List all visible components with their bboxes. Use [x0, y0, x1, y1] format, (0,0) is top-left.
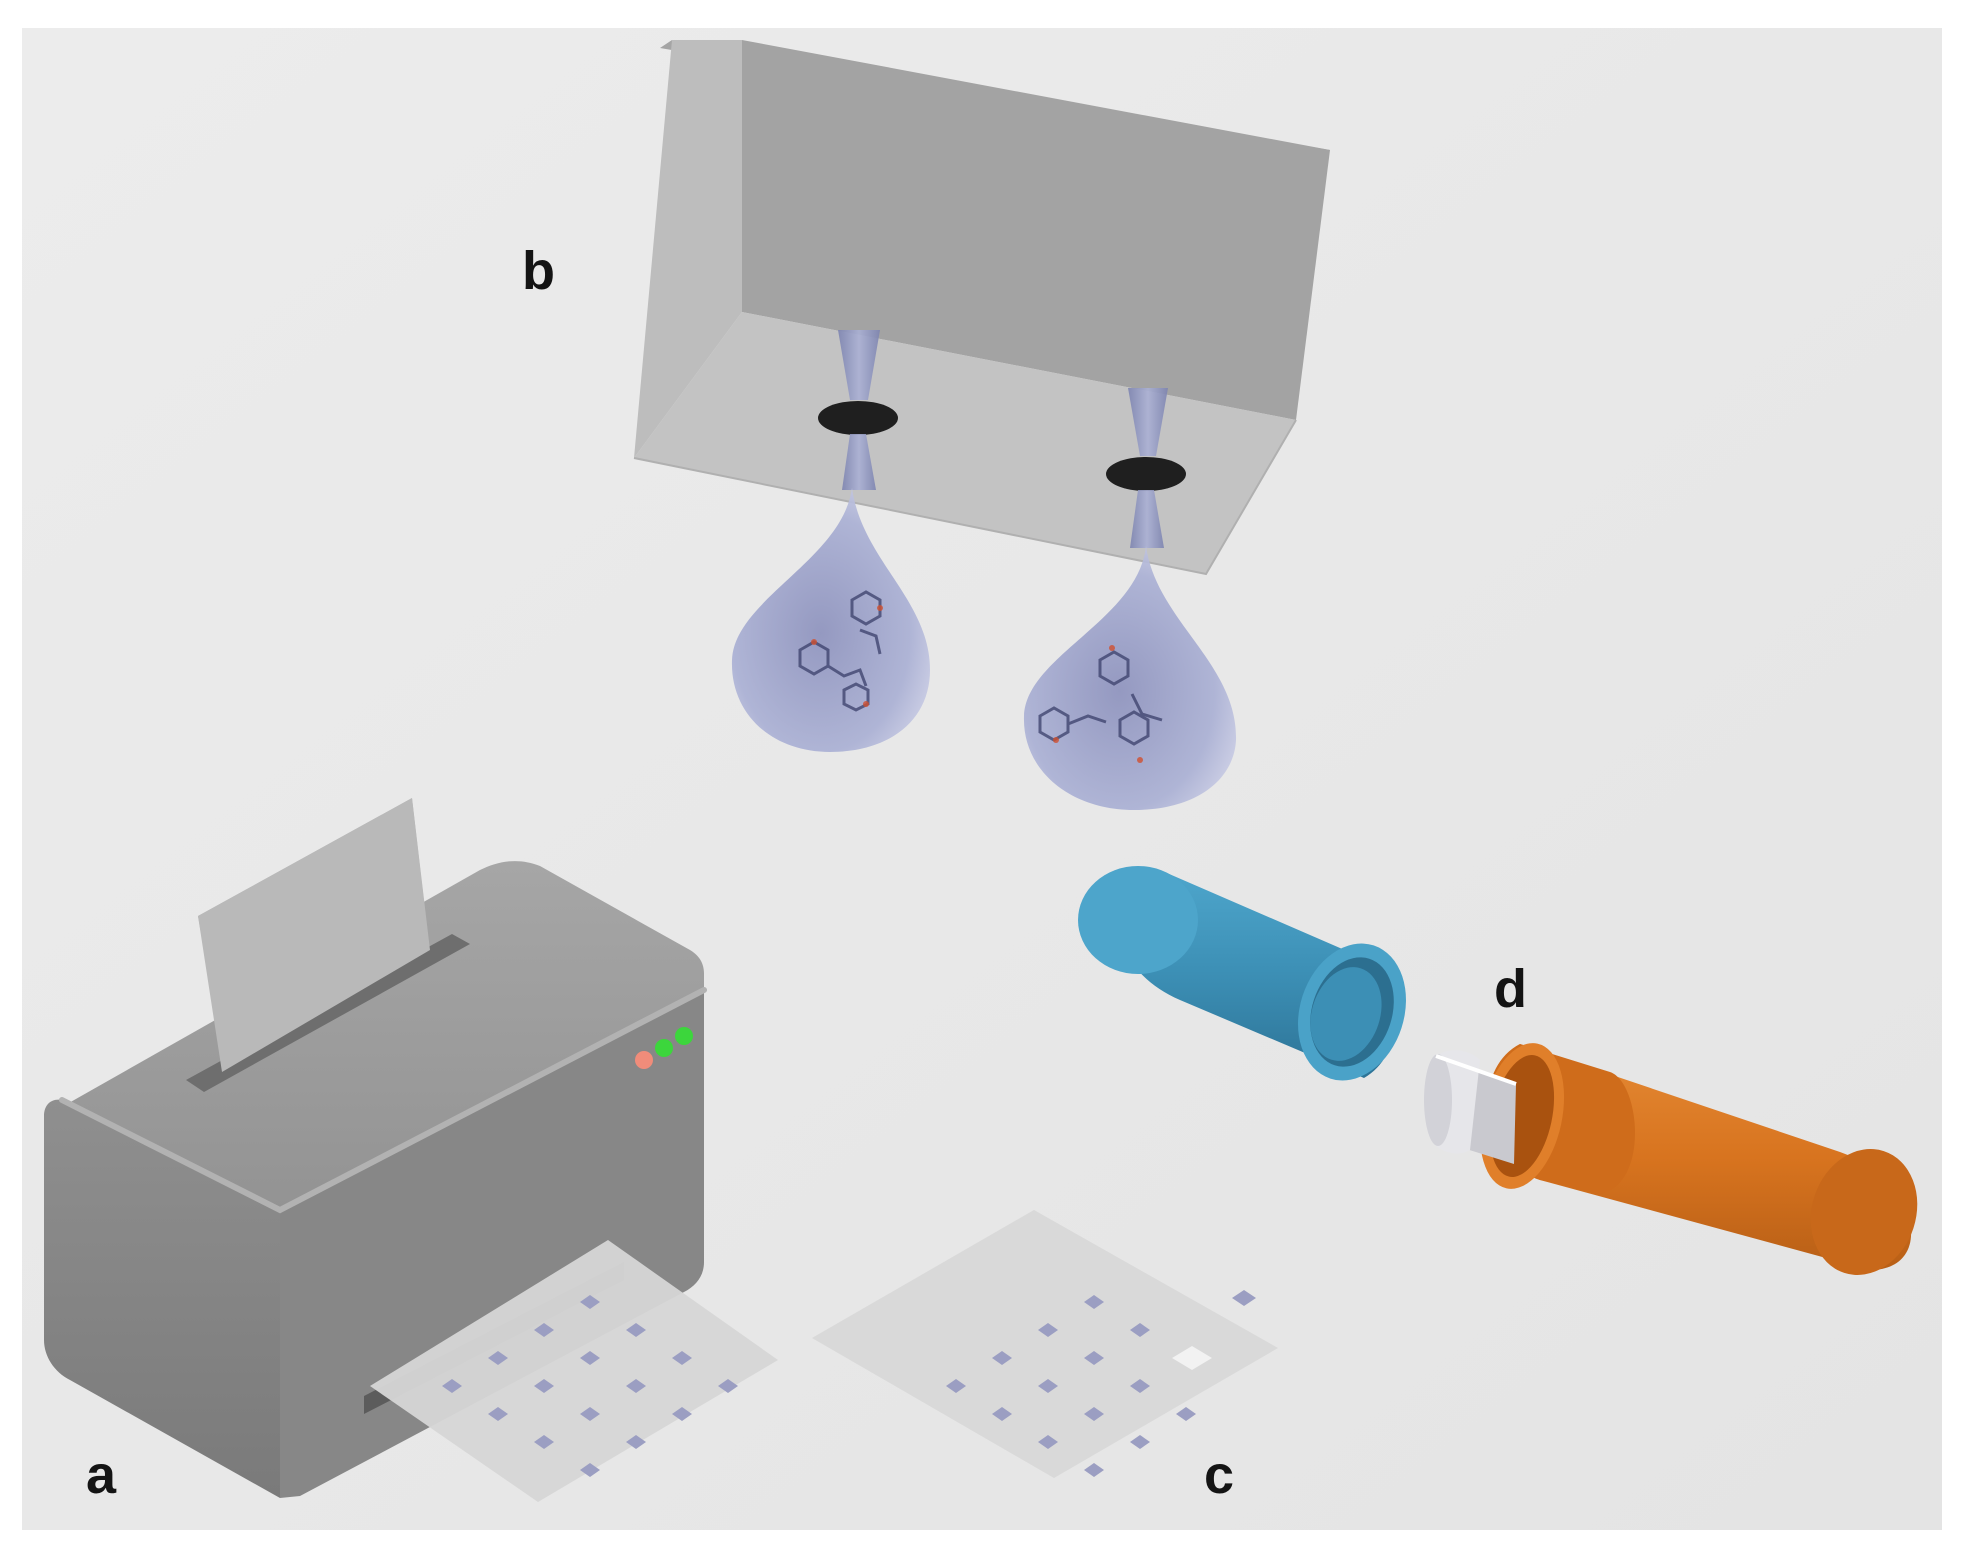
sheet-dot [442, 1379, 462, 1393]
panel-label-d: d [1494, 959, 1527, 1019]
print-head-bottom-face [634, 312, 1296, 574]
cut-out-hole [1172, 1346, 1212, 1370]
sheet-dot [1038, 1435, 1058, 1449]
sheet-dot [946, 1379, 966, 1393]
sheet-dot [626, 1435, 646, 1449]
printer-front-face [280, 990, 704, 1498]
droplet-2 [1023, 546, 1237, 810]
sheet-a-dots [442, 1295, 738, 1477]
sheet-dot [626, 1379, 646, 1393]
sheet-dot [718, 1379, 738, 1393]
sheet-dot [672, 1407, 692, 1421]
cut-sheet [812, 1210, 1278, 1478]
sheet-dot [1130, 1435, 1150, 1449]
sheet-dot [1084, 1295, 1104, 1309]
indicator-light-green-1 [655, 1039, 673, 1057]
sheet-dot [488, 1407, 508, 1421]
dotted-sheet-icon [812, 1210, 1278, 1478]
sheet-dot [1084, 1351, 1104, 1365]
sheet-dot [1130, 1323, 1150, 1337]
sheet-dot [580, 1295, 600, 1309]
print-head-front-face [742, 40, 1330, 420]
nozzle-orifice-1 [818, 401, 898, 435]
print-head-icon [633, 40, 1330, 576]
paper-slot [186, 934, 470, 1092]
sheet-dot [534, 1435, 554, 1449]
printed-sheet [370, 1240, 778, 1502]
printer-left-face [44, 1099, 280, 1498]
detached-square [1232, 1290, 1256, 1306]
sheet-dot [672, 1351, 692, 1365]
sheet-dot [488, 1351, 508, 1365]
nozzle-orifice-2 [1106, 457, 1186, 491]
sheet-dot [1038, 1323, 1058, 1337]
capsule-cap [1078, 866, 1406, 1081]
sheet-dot [1084, 1407, 1104, 1421]
sheet-dot [1176, 1407, 1196, 1421]
sheet-dot [1130, 1379, 1150, 1393]
sheet-dot [580, 1407, 600, 1421]
capsule-icon [1078, 866, 1918, 1275]
sheet-dot [992, 1351, 1012, 1365]
sheet-dot [1038, 1379, 1058, 1393]
indicator-light-red [635, 1051, 653, 1069]
panel-label-b: b [522, 241, 555, 301]
sheet-dot [580, 1463, 600, 1477]
sheet-dot [626, 1323, 646, 1337]
nozzle-1 [818, 330, 898, 490]
panel-label-c: c [1204, 1445, 1235, 1505]
printer-icon [44, 798, 707, 1498]
sheet-dot [1084, 1463, 1104, 1477]
capsule-body [1424, 1043, 1918, 1275]
sheet-dot [534, 1379, 554, 1393]
nozzle-2 [1106, 388, 1186, 548]
panel-label-a: a [86, 1445, 117, 1505]
droplet-icon [731, 488, 1237, 810]
indicator-light-green-2 [675, 1027, 693, 1045]
sheet-dot [992, 1407, 1012, 1421]
droplet-1 [731, 488, 930, 752]
printer-top-surface [60, 861, 704, 1210]
sheet-dot [534, 1323, 554, 1337]
print-head-left-face [634, 40, 742, 458]
sheet-dot [580, 1351, 600, 1365]
